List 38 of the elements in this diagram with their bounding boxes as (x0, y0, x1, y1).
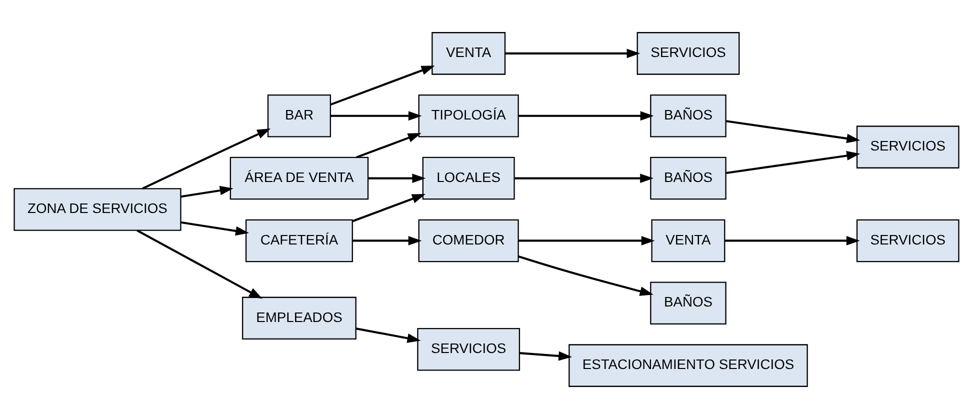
node-box: BAÑOS (650, 94, 726, 138)
arrow (356, 133, 421, 158)
arrow (519, 351, 572, 361)
node-box: VENTA (431, 32, 506, 75)
arrow (136, 230, 262, 299)
node-box: SERVICIOS (416, 328, 520, 371)
arrow (518, 256, 653, 296)
arrow (355, 328, 420, 343)
arrow (726, 120, 860, 144)
node-box: COMEDOR (418, 219, 518, 262)
arrow (724, 236, 860, 246)
node-box: SERVICIOS (856, 219, 959, 262)
arrow (180, 221, 249, 236)
arrow (352, 236, 422, 246)
arrow (330, 111, 422, 121)
arrow (180, 186, 233, 198)
node-box: TIPOLOGÍA (418, 94, 518, 138)
arrow (142, 128, 270, 190)
node-box: ÁREA DE VENTA (229, 156, 368, 200)
node-box: VENTA (650, 219, 725, 262)
node-box: EMPLEADOS (242, 296, 356, 340)
arrow (504, 48, 640, 58)
arrow (352, 194, 425, 222)
node-box: LOCALES (422, 156, 514, 200)
node-box: CAFETERÍA (244, 219, 352, 262)
arrow (514, 174, 654, 183)
arrow (368, 174, 426, 183)
node-box: BAÑOS (650, 156, 726, 200)
arrow (330, 66, 434, 106)
arrow (518, 111, 654, 121)
arrow (726, 151, 860, 174)
node-box: ZONA DE SERVICIOS (13, 188, 181, 231)
node-box: BAÑOS (650, 282, 726, 325)
node-box: SERVICIOS (636, 32, 740, 75)
node-box: ESTACIONAMIENTO SERVICIOS (568, 344, 808, 387)
node-box: SERVICIOS (856, 126, 959, 168)
node-box: BAR (266, 94, 331, 138)
arrow (518, 236, 654, 246)
